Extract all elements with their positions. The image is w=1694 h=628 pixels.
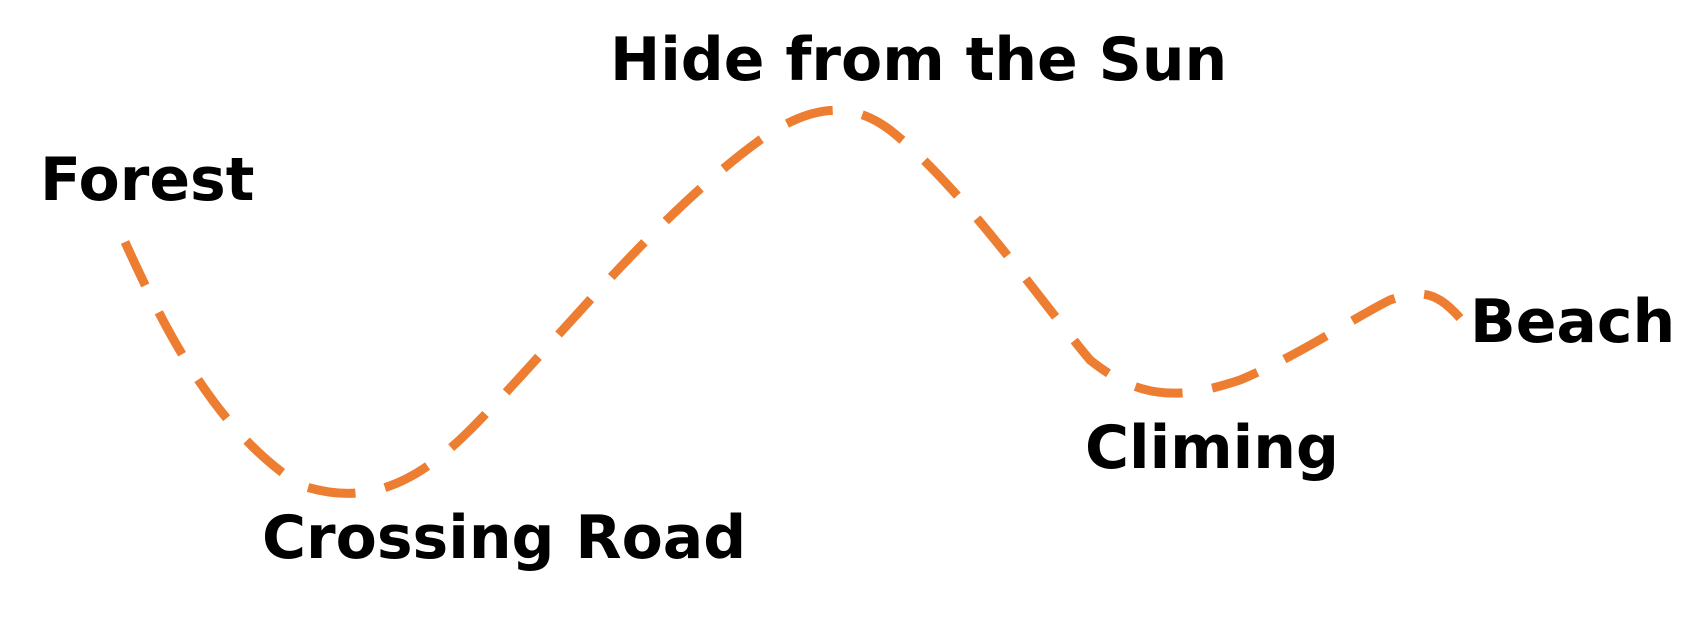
stage-label-forest: Forest [40, 145, 255, 215]
stage-label-beach: Beach [1470, 287, 1676, 357]
stage-label-hide-from-the-sun: Hide from the Sun [610, 25, 1228, 95]
journey-dashed-path [120, 105, 1464, 498]
stage-label-crossing-road: Crossing Road [262, 503, 747, 573]
stage-label-climbing: Climing [1085, 413, 1339, 483]
